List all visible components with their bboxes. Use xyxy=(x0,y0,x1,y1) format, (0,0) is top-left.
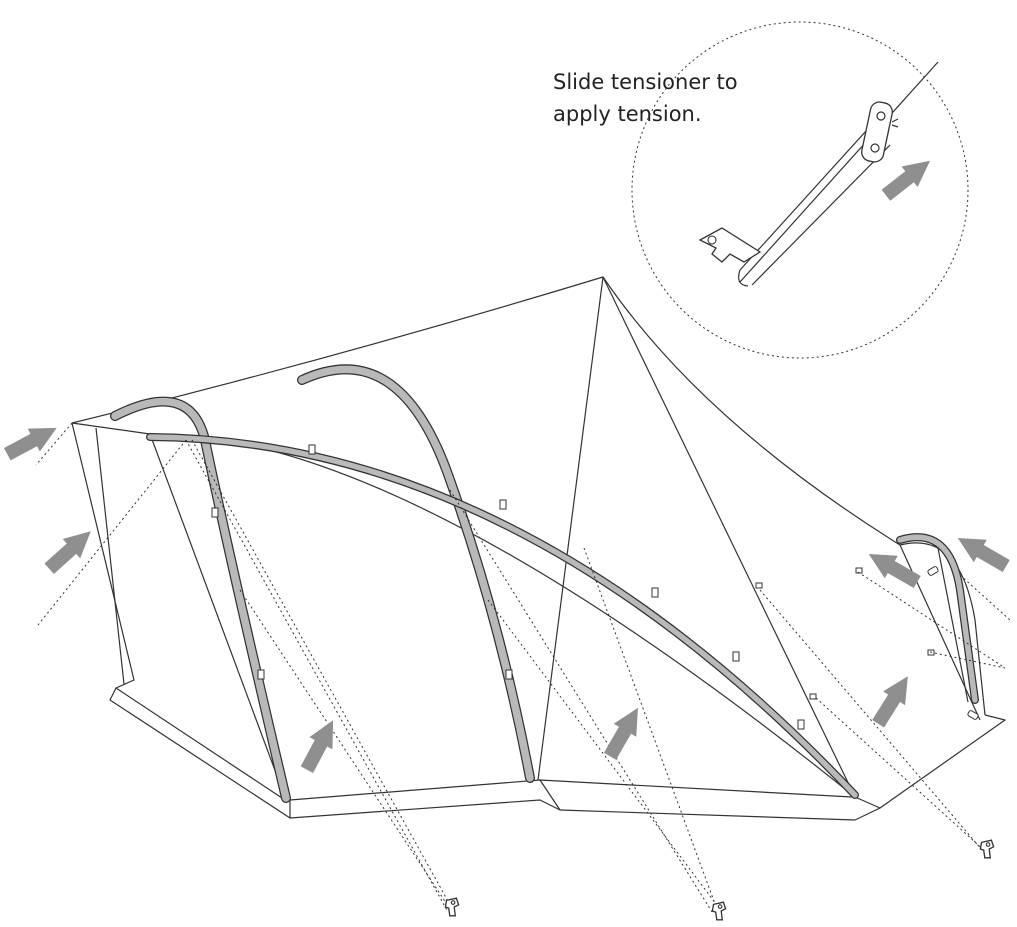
panel-seam-1 xyxy=(149,433,287,801)
tensioner-icon xyxy=(861,101,899,163)
pole-ridge xyxy=(146,433,859,799)
tent xyxy=(71,276,1006,821)
arrow-icon xyxy=(1,416,63,466)
instruction-line-1: Slide tensioner to xyxy=(553,70,738,94)
guy-line-detail-b xyxy=(739,119,877,271)
stake-icon xyxy=(711,901,727,921)
detail-callout xyxy=(631,21,969,359)
pole-front xyxy=(110,396,291,803)
guy-line-loop xyxy=(738,269,749,287)
arrow-icon-detail xyxy=(877,150,939,206)
panel-seam-3 xyxy=(602,276,856,798)
stake-hook-icon xyxy=(698,227,762,263)
tensioner-icon xyxy=(927,566,979,720)
instruction-line-2: apply tension. xyxy=(553,102,702,126)
guy-line-detail xyxy=(739,61,939,283)
arrow-icon xyxy=(951,526,1013,578)
arrow-icon xyxy=(598,701,650,763)
stake-icon xyxy=(979,839,995,859)
groundsheet-front xyxy=(109,687,853,819)
left-end-panel xyxy=(71,422,286,801)
right-end-panel xyxy=(854,714,1006,809)
roof-front-edge xyxy=(71,422,856,798)
panel-seam-2 xyxy=(537,276,604,781)
tension-arrows xyxy=(1,416,1013,776)
arrow-icon xyxy=(862,542,924,594)
arrow-icon xyxy=(40,521,100,579)
detail-callout-border xyxy=(631,21,969,359)
tent-poles xyxy=(110,364,979,803)
guy-lines xyxy=(35,422,1011,913)
instruction-text: Slide tensioner to apply tension. xyxy=(553,66,813,130)
guy-line-detail-c xyxy=(751,144,891,286)
arrow-icon xyxy=(867,669,919,731)
roof-outline xyxy=(71,276,981,721)
stake-icon xyxy=(444,897,460,917)
arrow-icon xyxy=(295,714,345,776)
pole-middle xyxy=(297,364,535,783)
pole-clips xyxy=(211,444,935,730)
